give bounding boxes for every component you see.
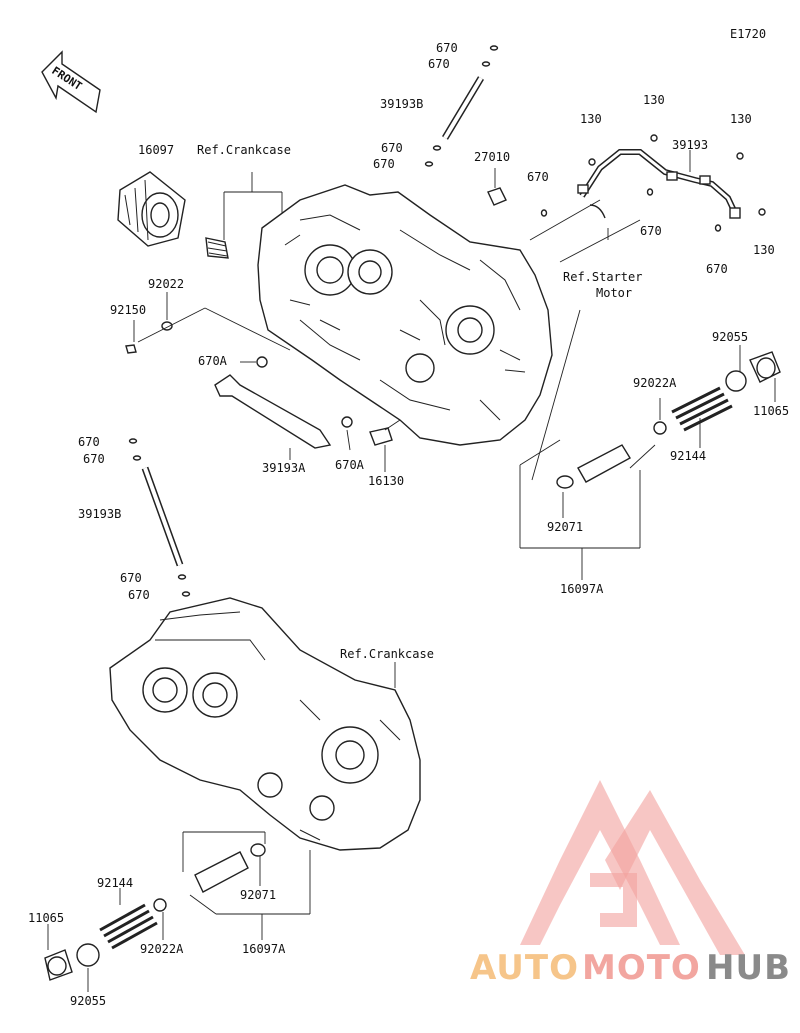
label-92071: 92071: [547, 520, 584, 534]
watermark-moto: MOTO: [582, 948, 701, 988]
oil-filter-fitting: [205, 172, 283, 259]
label-670a: 670A: [198, 354, 227, 368]
front-arrow: [41, 50, 101, 114]
label-92144: 92144: [97, 876, 134, 890]
label-670: 670: [381, 141, 403, 155]
label-670: 670: [120, 571, 142, 585]
ref-crankcase-top: Ref.Crankcase: [197, 143, 291, 157]
lower-crankcase: [109, 597, 421, 851]
label-130: 130: [643, 93, 665, 107]
label-670: 670: [436, 41, 458, 55]
washer-bolt: [125, 292, 291, 354]
label-39193: 39193: [672, 138, 709, 152]
ref-crankcase-bottom: Ref.Crankcase: [340, 647, 434, 661]
watermark-auto: AUTO: [470, 948, 579, 988]
ref-starter-leaders: [529, 199, 641, 263]
label-670: 670: [128, 588, 150, 602]
label-130: 130: [580, 112, 602, 126]
relief-valve: [369, 419, 401, 472]
label-670: 670: [527, 170, 549, 184]
label-92144: 92144: [670, 449, 707, 463]
hose-39193b-bottom: [128, 438, 191, 597]
pressure-switch: [487, 168, 507, 206]
label-670: 670: [428, 57, 450, 71]
label-670: 670: [78, 435, 100, 449]
label-16097: 16097: [138, 143, 175, 157]
label-92055: 92055: [712, 330, 749, 344]
label-92022a: 92022A: [140, 942, 184, 956]
label-39193a: 39193A: [262, 461, 306, 475]
oil-filter: [117, 171, 186, 247]
label-92150: 92150: [110, 303, 147, 317]
watermark-logo: [520, 780, 745, 955]
label-16097a: 16097A: [560, 582, 604, 596]
watermark-hub: HUB: [706, 948, 791, 988]
label-130: 130: [730, 112, 752, 126]
label-16097a: 16097A: [242, 942, 286, 956]
oil-filter-assembly-bottom: [44, 831, 311, 992]
label-670: 670: [706, 262, 728, 276]
label-92022: 92022: [148, 277, 185, 291]
label-670: 670: [83, 452, 105, 466]
oil-filter-assembly-top: [519, 309, 781, 580]
label-670: 670: [373, 157, 395, 171]
label-92071: 92071: [240, 888, 277, 902]
upper-crankcase: [257, 184, 553, 446]
hose-39193: [540, 134, 766, 232]
label-11065: 11065: [753, 404, 790, 418]
label-27010: 27010: [474, 150, 511, 164]
label-92055: 92055: [70, 994, 107, 1008]
label-130: 130: [753, 243, 775, 257]
label-39193b: 39193B: [380, 97, 424, 111]
ref-starter-motor-line2: Motor: [596, 286, 633, 300]
watermark-text: AUTO MOTO HUB: [470, 948, 800, 988]
label-11065: 11065: [28, 911, 65, 925]
hose-39193a: [214, 356, 353, 460]
label-39193b: 39193B: [78, 507, 122, 521]
diagram-code: E1720: [730, 27, 767, 41]
label-92022a: 92022A: [633, 376, 677, 390]
hose-39193b-top: [424, 45, 499, 167]
ref-starter-motor-line1: Ref.Starter: [563, 270, 643, 284]
label-16130: 16130: [368, 474, 405, 488]
label-670a: 670A: [335, 458, 364, 472]
label-670: 670: [640, 224, 662, 238]
